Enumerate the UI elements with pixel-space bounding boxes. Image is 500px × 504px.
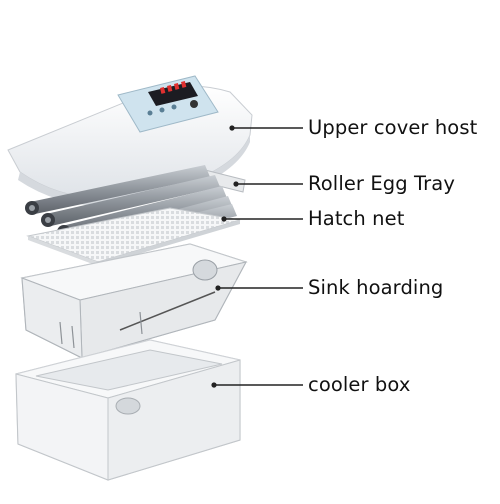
cooler-box: [15, 339, 241, 481]
label-hatch-net: Hatch net: [308, 207, 405, 230]
hatch-net: [26, 207, 241, 266]
label-sink-hoarding: Sink hoarding: [308, 276, 444, 299]
control-panel-display: [117, 75, 219, 133]
roller-rod: [41, 175, 220, 227]
label-cooler-box: cooler box: [308, 373, 411, 396]
sink-hoarding: [20, 243, 248, 359]
label-roller-egg-tray: Roller Egg Tray: [308, 172, 455, 195]
leader-lines: [214, 127, 303, 386]
label-upper-cover-host: Upper cover host: [308, 116, 478, 139]
roller-rod: [25, 165, 210, 215]
